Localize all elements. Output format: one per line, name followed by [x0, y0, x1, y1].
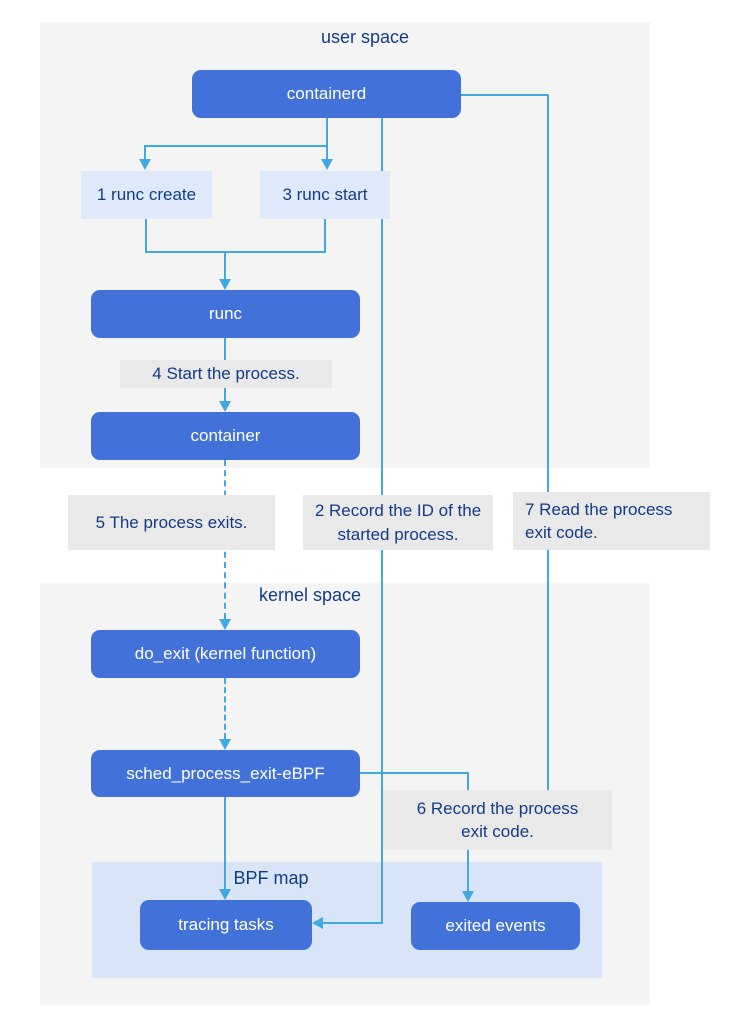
connector-merge-stem	[224, 251, 226, 279]
arrow-down-icon	[321, 159, 333, 170]
connector-runc-create-down	[145, 219, 147, 253]
connector-runc-start-down	[324, 219, 326, 253]
node-containerd: containerd	[192, 70, 461, 118]
user-space-title: user space	[320, 27, 410, 47]
node-runc: runc	[91, 290, 360, 338]
arrow-down-icon	[462, 891, 474, 902]
connector-to-runc-start	[326, 145, 328, 160]
connector-read-exit-vertical	[547, 94, 549, 790]
arrow-down-icon	[219, 279, 231, 290]
step5-label: 5 The process exits.	[68, 495, 275, 550]
connector-read-exit-horizontal	[461, 94, 549, 96]
bpf-map-title: BPF map	[233, 868, 309, 888]
node-exited-events: exited events	[411, 902, 580, 950]
arrow-down-icon	[219, 889, 231, 900]
step2-label: 2 Record the ID of the started process.	[303, 495, 493, 550]
step7-label: 7 Read the process exit code.	[513, 492, 710, 550]
connector-sched-to-tracing	[224, 797, 226, 889]
node-tracing-tasks: tracing tasks	[140, 900, 312, 950]
connector-merge-bar	[145, 251, 326, 253]
arrow-down-icon	[139, 159, 151, 170]
node-container: container	[91, 412, 360, 460]
runc-start-box: 3 runc start	[260, 171, 390, 219]
connector-doexit-to-sched-dashed	[224, 678, 226, 739]
connector-record-pid-horizontal	[322, 922, 382, 924]
runc-create-box: 1 runc create	[81, 171, 212, 219]
connector-to-runc-create	[144, 145, 146, 160]
connector-containerd-split-stem	[326, 117, 328, 145]
arrow-left-icon	[312, 917, 323, 929]
arrow-down-icon	[219, 619, 231, 630]
arrow-down-icon	[219, 739, 231, 750]
kernel-space-title: kernel space	[258, 585, 362, 605]
node-do-exit: do_exit (kernel function)	[91, 630, 360, 678]
node-sched-process-exit-ebpf: sched_process_exit-eBPF	[91, 750, 360, 797]
connector-containerd-split-bar	[144, 145, 327, 147]
step4-label: 4 Start the process.	[120, 360, 332, 388]
connector-record-exit-horizontal	[360, 772, 469, 774]
arrow-down-icon	[219, 401, 231, 412]
step6-label: 6 Record the process exit code.	[383, 790, 612, 850]
